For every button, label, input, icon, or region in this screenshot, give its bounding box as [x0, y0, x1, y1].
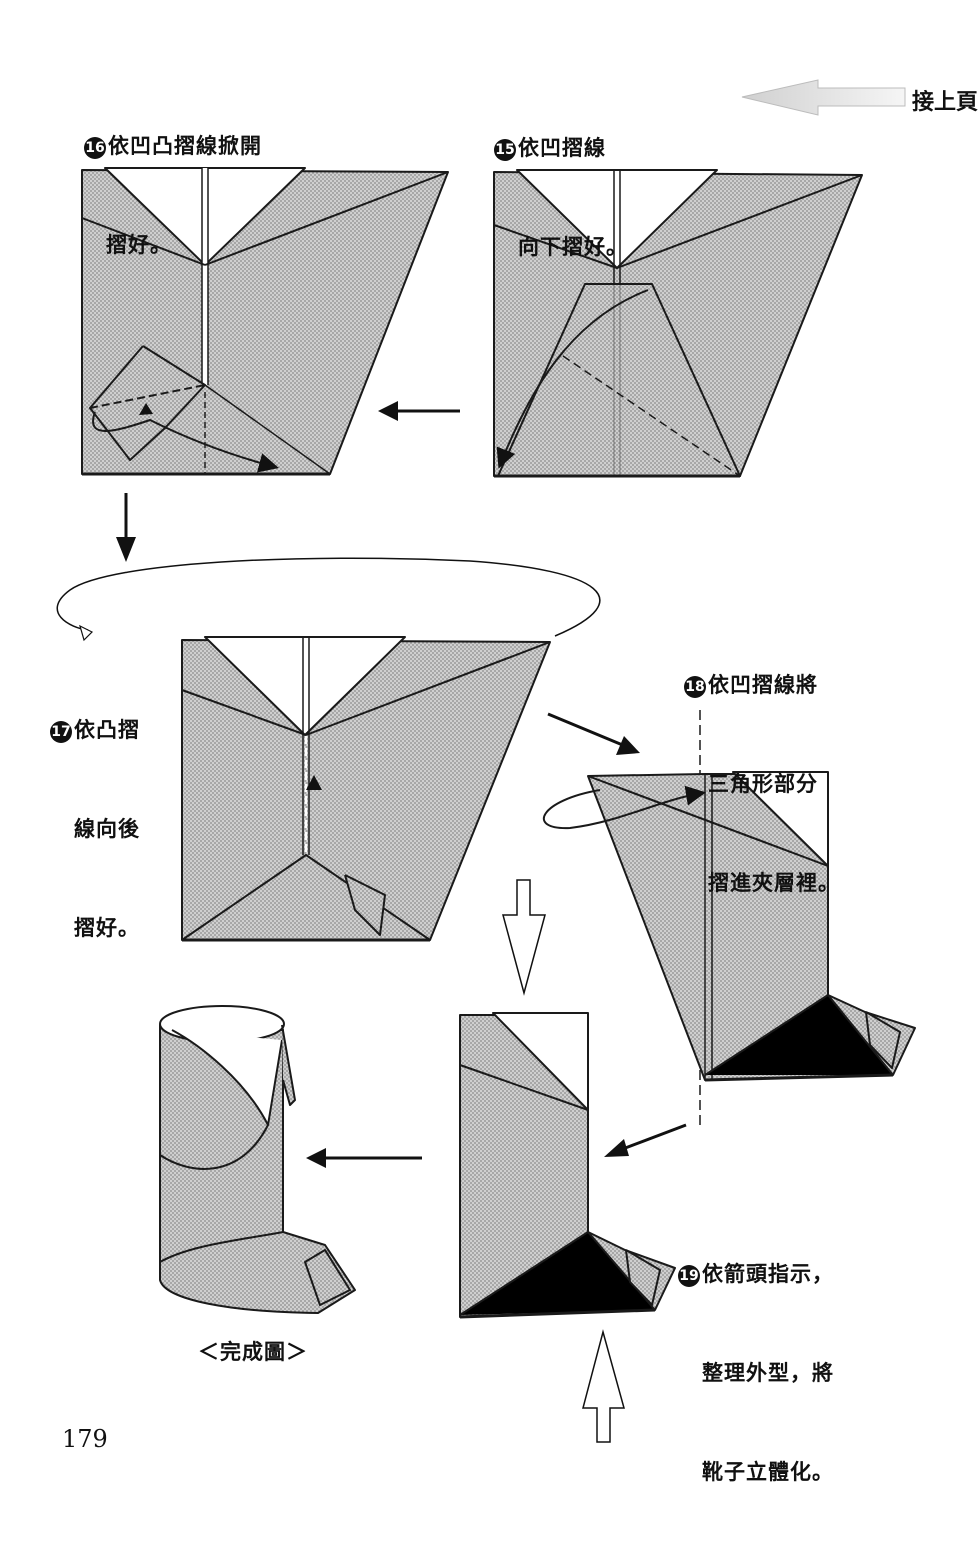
page-number: 179	[62, 1425, 108, 1453]
step-15-text-line-2: 向下摺好。	[518, 235, 628, 259]
step-18-text-line-2: 三角形部分	[708, 772, 818, 796]
step-15-text-line-1: 依凹摺線	[518, 136, 606, 160]
step-16-text-line-1: 依凹凸摺線掀開	[108, 134, 262, 158]
step-18-text-line-3: 摺進夾層裡。	[708, 871, 840, 895]
step-15-diagram	[493, 169, 863, 478]
step-17-number: 17	[50, 721, 72, 743]
step-18-text-line-1: 依凹摺線將	[708, 673, 818, 697]
step-17-diagram	[181, 636, 551, 942]
continue-arrow	[741, 79, 906, 116]
hollow-arrow-down	[502, 879, 546, 996]
step-15-number: 15	[494, 139, 516, 161]
step-19-text-line-1: 依箭頭指示，	[702, 1262, 834, 1286]
step-18-diagram	[542, 710, 916, 1125]
continue-label: 接上頁	[912, 90, 979, 115]
step-16-text-line-2: 摺好。	[106, 233, 172, 257]
step-19-text-line-2: 整理外型，將	[702, 1361, 834, 1385]
arrow-down-to-step-17	[116, 493, 136, 562]
arrow-to-completed	[306, 1148, 422, 1168]
step-19-diagram	[459, 1012, 676, 1319]
arrow-to-step-19	[604, 1123, 687, 1157]
step-17-text-line-2: 線向後	[74, 817, 140, 841]
completed-boot	[159, 1005, 356, 1314]
step-18-number: 18	[684, 676, 706, 698]
turn-over-loop	[56, 557, 601, 642]
completed-label: ＜完成圖＞	[198, 1340, 308, 1364]
step-17-text-line-3: 摺好。	[74, 916, 140, 940]
step-16-diagram	[81, 167, 449, 476]
arrow-to-step-16	[378, 401, 460, 421]
step-19-number: 19	[678, 1265, 700, 1287]
step-17-text-line-1: 依凸摺	[74, 718, 140, 742]
step-19-text-line-3: 靴子立體化。	[702, 1460, 834, 1484]
hollow-arrow-up	[582, 1329, 625, 1443]
arrow-to-step-18	[547, 712, 640, 755]
step-16-number: 16	[84, 137, 106, 159]
